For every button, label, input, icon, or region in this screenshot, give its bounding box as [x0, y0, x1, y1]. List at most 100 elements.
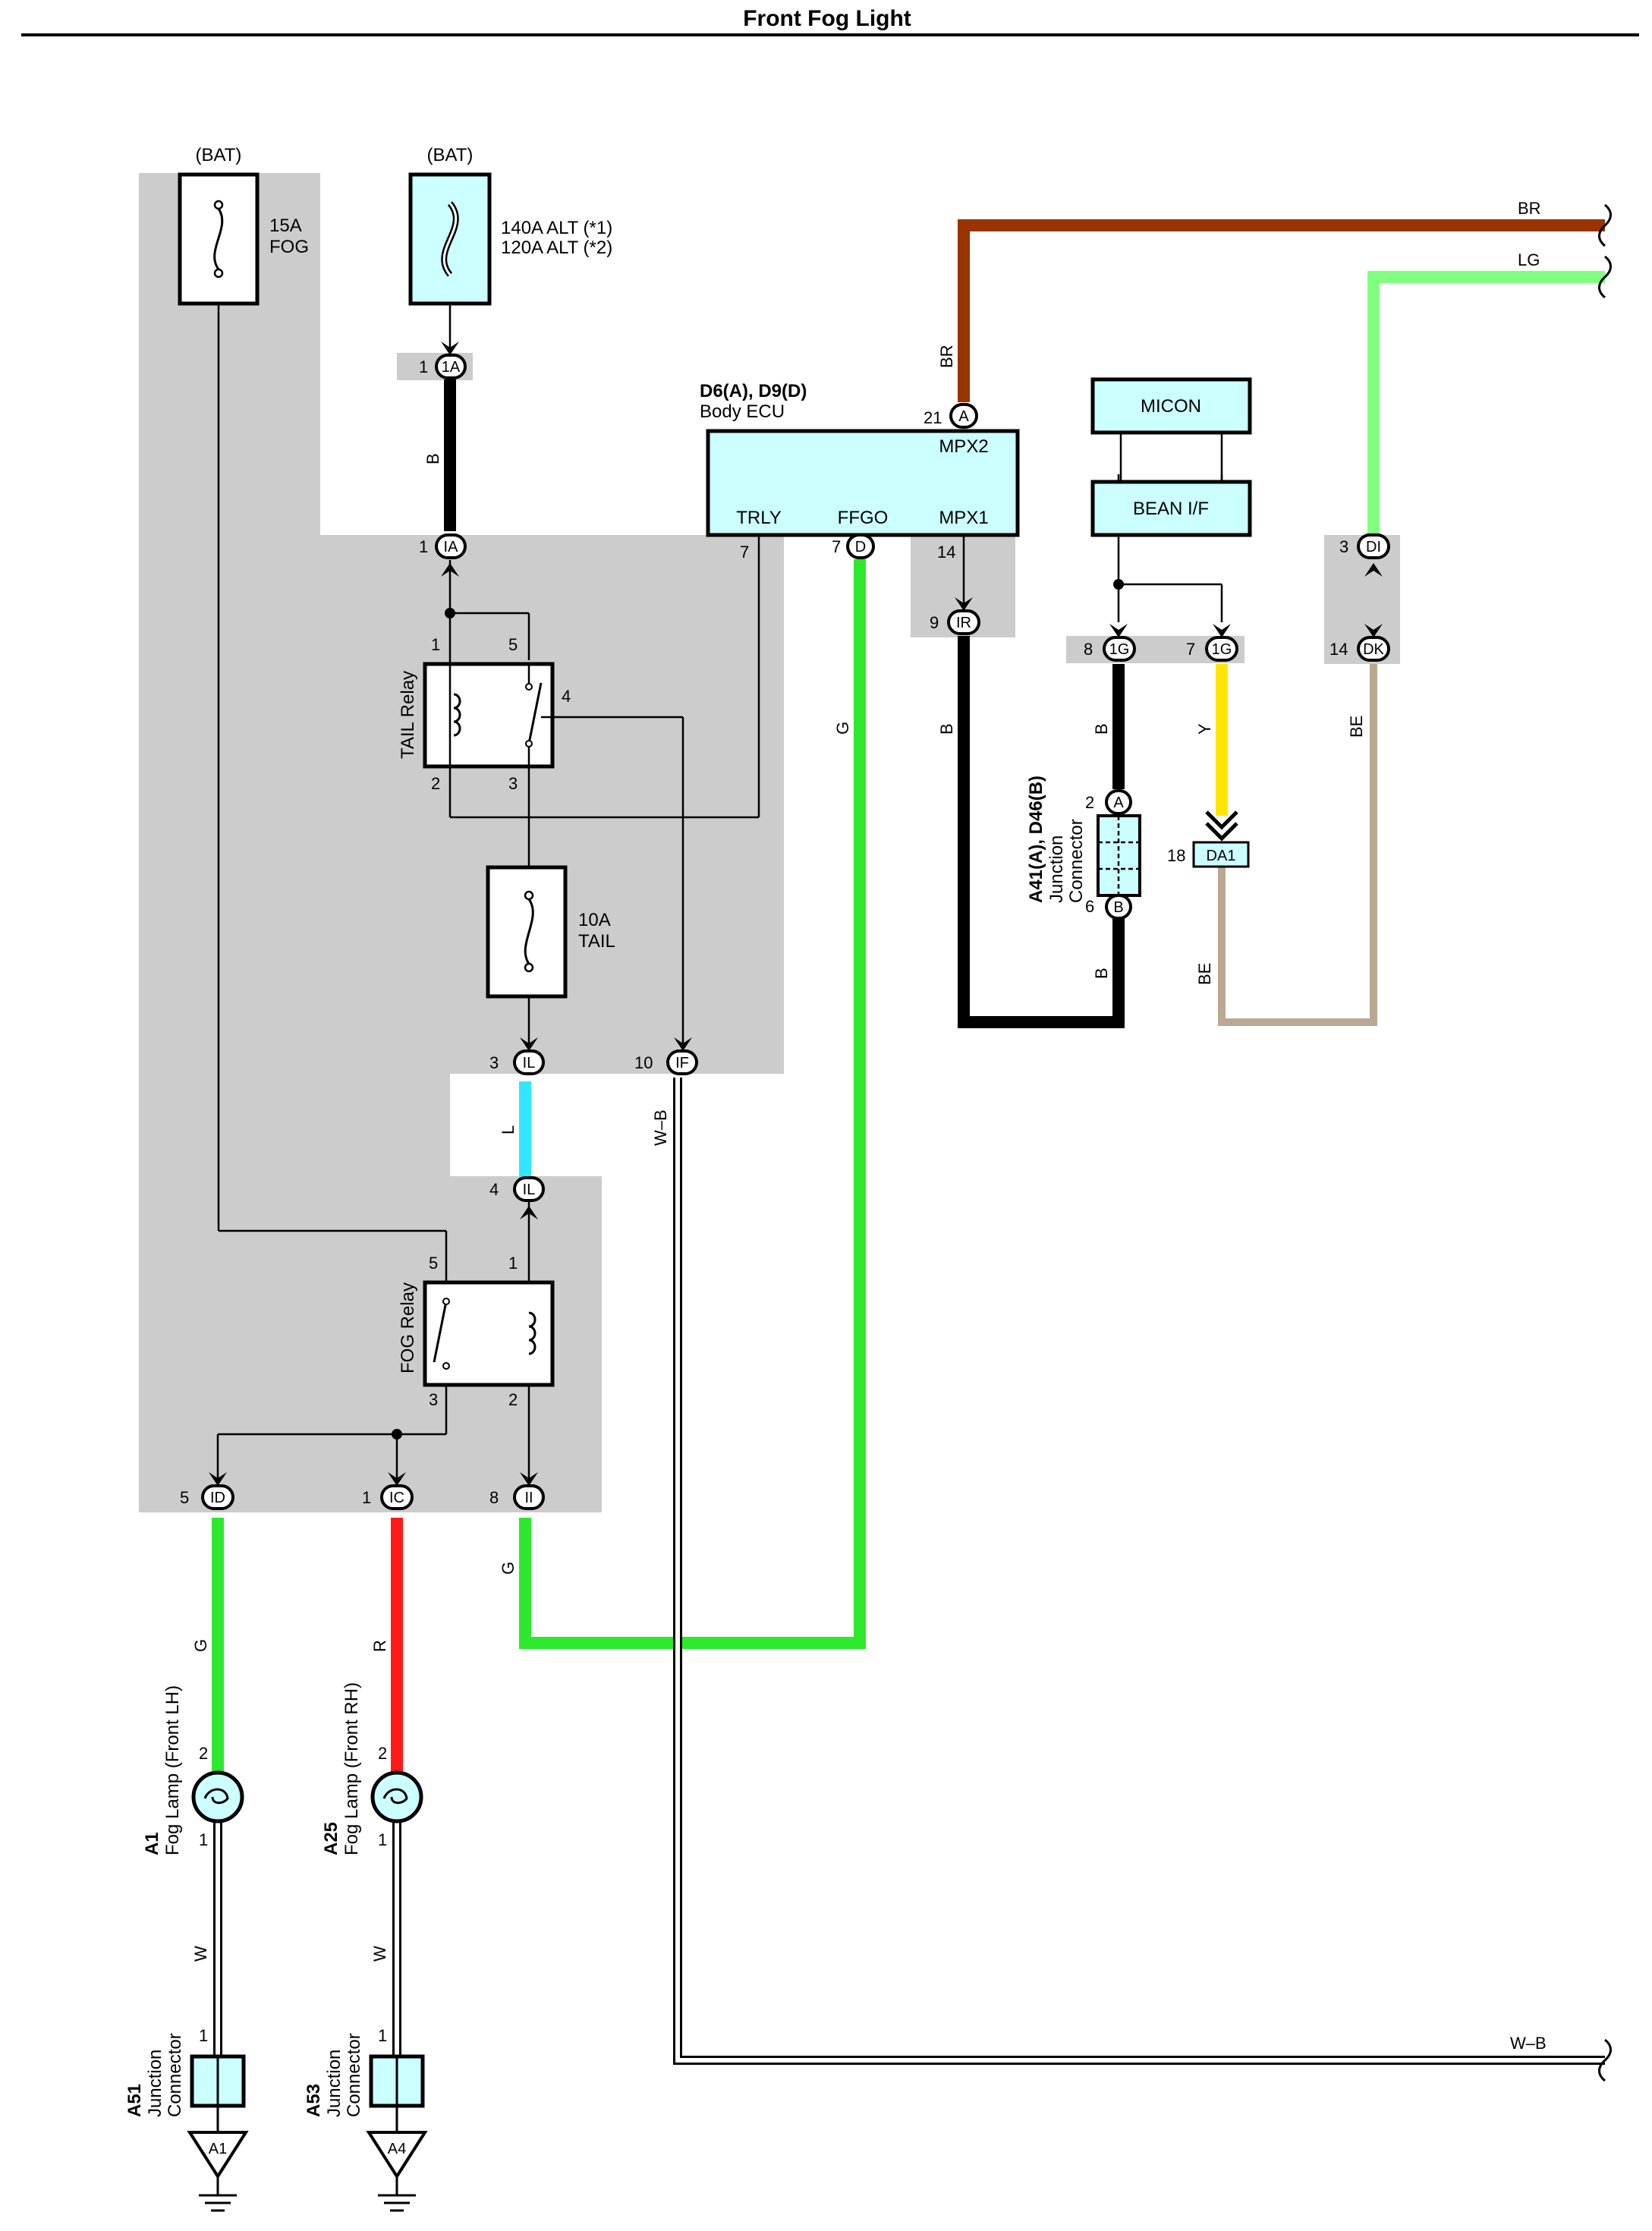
- wire-label-g-lh: G: [191, 1639, 210, 1652]
- fog-lamp-lh-filament: [203, 1788, 229, 1805]
- ground-point-right: A4: [388, 2141, 406, 2157]
- pin-a51-1: 1: [199, 2026, 208, 2045]
- ground-right-code: A53: [304, 2084, 324, 2117]
- wire-wb-outer: [673, 1078, 1605, 2065]
- ground-point-left: A1: [209, 2141, 227, 2157]
- wire-break-lg: [1598, 255, 1612, 299]
- fuse-tail-terminal: [524, 962, 534, 973]
- bat-label-left: (BAT): [196, 145, 242, 165]
- fog-lamp-lh: [191, 1770, 244, 1824]
- fuse-alt-label-2: 120A ALT (*2): [501, 238, 612, 258]
- pin-1g-8: 8: [1084, 640, 1093, 659]
- fog-lamp-rh: [370, 1770, 423, 1824]
- pin-lamp-rh-2: 2: [378, 1744, 387, 1763]
- fuse-fog-amp: 15A: [269, 216, 302, 236]
- fog-lamp-rh-code: A25: [321, 1822, 341, 1855]
- ground-left-code: A51: [124, 2084, 145, 2117]
- tail-relay-contact: [525, 683, 533, 691]
- wire-label-br-h: BR: [1518, 199, 1541, 218]
- wire-break-br: [1598, 203, 1612, 247]
- pin-il-4: 4: [489, 1180, 499, 1199]
- ecu-terminal-ffgo: FFGO: [838, 508, 889, 528]
- ecu-name: Body ECU: [700, 401, 785, 422]
- connector-id: ID: [210, 1490, 225, 1506]
- ground-triangle-right: [366, 2131, 428, 2179]
- tail-relay-switch: [527, 682, 543, 744]
- pin-fog-relay-2: 2: [508, 1390, 518, 1409]
- fog-relay-label: FOG Relay: [398, 1282, 418, 1374]
- connector-a-ecu: A: [958, 408, 969, 425]
- pin-ecu-21: 21: [924, 408, 942, 427]
- wire-br: [958, 219, 1605, 402]
- wire-label-g-ii: G: [499, 1562, 518, 1575]
- pin-fog-relay-1: 1: [508, 1254, 518, 1273]
- wire-label-br-v: BR: [937, 345, 956, 368]
- fuse-tail: [486, 865, 568, 999]
- ground-left-line2: Connector: [165, 2033, 185, 2117]
- fuse-fog-terminal: [213, 268, 224, 278]
- fog-relay-contact: [442, 1362, 450, 1370]
- junction-connector-code: A41(A), D46(B): [1026, 776, 1046, 903]
- wire-label-wb-v: W–B: [651, 1109, 670, 1146]
- connector-d: D: [855, 539, 866, 555]
- pin-1g-7: 7: [1186, 640, 1195, 659]
- micon-block: [1090, 377, 1252, 435]
- pin-il-3: 3: [489, 1053, 499, 1072]
- connector-di: DI: [1366, 539, 1381, 555]
- pin-if-10: 10: [634, 1053, 653, 1072]
- wire-label-b-jc: B: [1092, 968, 1111, 979]
- wire-be: [1218, 664, 1377, 1026]
- bean-if-label: BEAN I/F: [1133, 499, 1209, 519]
- pin-ir-9: 9: [930, 613, 939, 632]
- pin-tail-relay-2: 2: [431, 774, 440, 793]
- pin-fog-relay-3: 3: [429, 1390, 438, 1409]
- bean-if-block: [1090, 480, 1252, 537]
- junction-dot: [392, 1429, 402, 1440]
- tail-relay-label: TAIL Relay: [398, 671, 418, 759]
- tail-relay-coil: [453, 693, 461, 737]
- pin-ia-1: 1: [419, 537, 428, 556]
- connector-il-bottom: IL: [523, 1182, 536, 1198]
- pin-jc-6: 6: [1085, 897, 1094, 916]
- wire-label-r-rh: R: [370, 1640, 389, 1652]
- ground-icon-left: [199, 2176, 237, 2212]
- connector-ic: IC: [389, 1490, 404, 1506]
- bat-label-right: (BAT): [427, 145, 474, 165]
- ground-triangle-left: [187, 2131, 249, 2179]
- connector-if: IF: [675, 1055, 689, 1071]
- wire-g-ffgo: [519, 559, 866, 1649]
- pin-numbers: 1 1 1 5 4 2 3 7 7 14 21 9 8 7 3 14 2 6 1…: [180, 357, 1348, 2045]
- wire-label-b-1g: B: [1092, 723, 1111, 735]
- fog-lamp-lh-code: A1: [142, 1832, 162, 1855]
- connector-ii: II: [524, 1490, 533, 1506]
- tail-relay: [423, 662, 555, 769]
- wire-label-g-ffgo: G: [833, 722, 852, 735]
- junction-dot: [445, 608, 455, 618]
- ecu-code: D6(A), D9(D): [700, 381, 807, 401]
- ground-icon-right: [378, 2176, 416, 2212]
- fog-relay: [423, 1280, 555, 1387]
- ground-left-line1: Junction: [145, 2050, 165, 2117]
- fog-relay-switch: [433, 1301, 448, 1363]
- fog-relay-coil: [528, 1311, 537, 1355]
- connector-a-jc: A: [1113, 795, 1124, 811]
- connector-dk: DK: [1363, 641, 1384, 658]
- fuse-alt-label-1: 140A ALT (*1): [501, 218, 612, 238]
- ecu-terminal-trly: TRLY: [736, 508, 782, 528]
- pin-ecu-7-ffgo: 7: [832, 537, 841, 556]
- pin-1a-1: 1: [419, 357, 428, 376]
- junction-dot: [1113, 579, 1124, 590]
- wire-b-ir-jc: [958, 636, 1125, 1028]
- pin-fog-relay-5: 5: [429, 1254, 438, 1273]
- ecu-terminal-mpx2: MPX2: [939, 436, 988, 457]
- junction-connector-line1: Junction: [1046, 835, 1067, 903]
- pin-tail-relay-4: 4: [562, 687, 571, 706]
- pin-id-5: 5: [180, 1488, 189, 1507]
- tail-relay-contact: [525, 740, 533, 747]
- pin-di-3: 3: [1339, 537, 1348, 556]
- fuse-tail-terminal: [524, 890, 534, 901]
- wire-lg: [1367, 271, 1605, 535]
- wire-label-b-1a: B: [423, 453, 442, 464]
- ground-right-line2: Connector: [344, 2033, 364, 2117]
- pin-dk-14: 14: [1329, 640, 1348, 659]
